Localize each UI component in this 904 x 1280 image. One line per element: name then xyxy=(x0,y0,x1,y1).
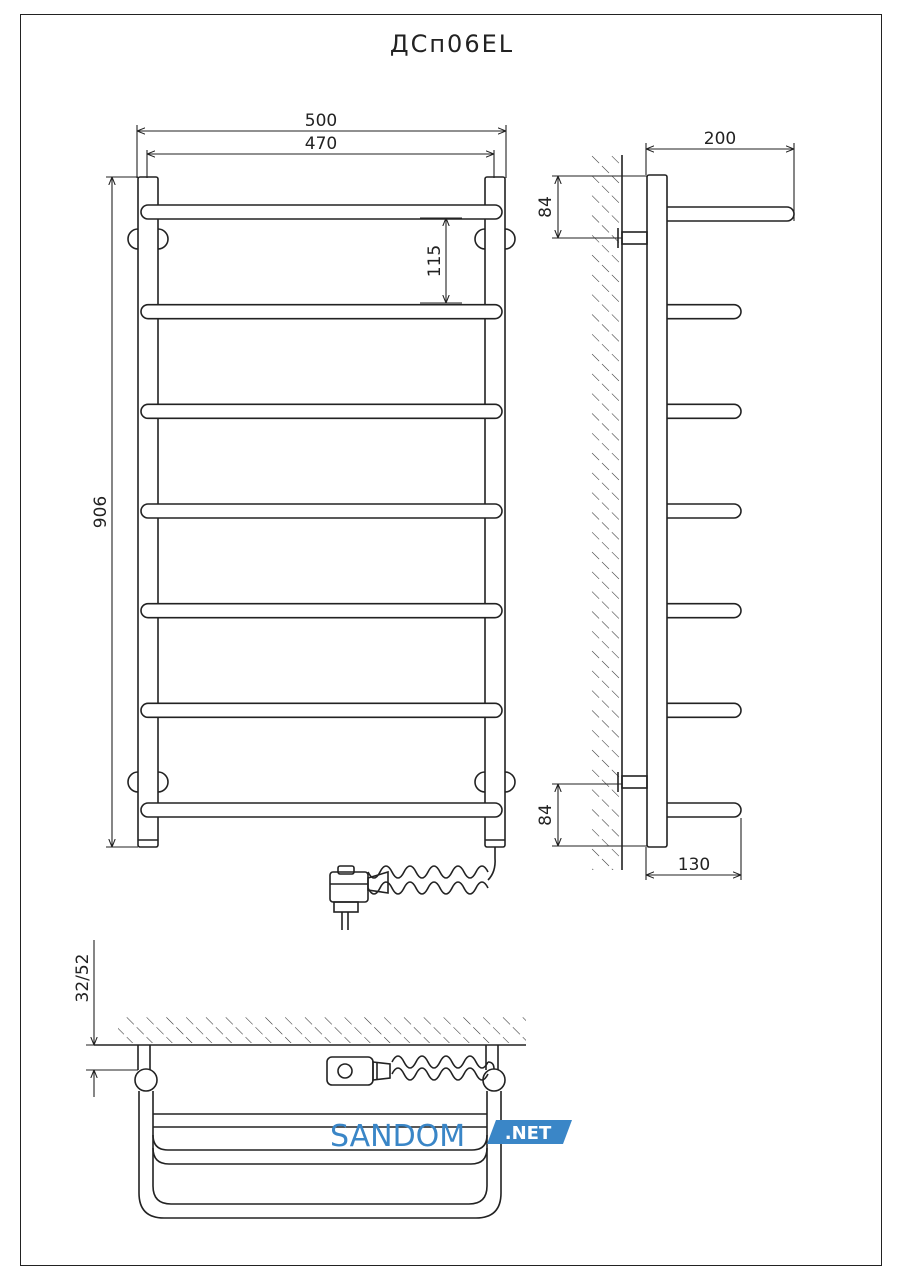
power-cable xyxy=(487,847,496,881)
side-bar xyxy=(667,403,742,420)
dim-bar-spacing: 115 xyxy=(425,245,445,277)
front-view xyxy=(127,176,516,930)
watermark-badge xyxy=(487,1120,572,1144)
dim-depth-top: 200 xyxy=(704,129,736,149)
drawing-frame xyxy=(20,14,882,1266)
front-bars xyxy=(140,204,503,818)
dim-depth-bottom: 130 xyxy=(678,855,710,875)
watermark-logo: SANDOM .NET xyxy=(330,1119,572,1154)
front-bar xyxy=(140,802,503,818)
wall-hatch-side xyxy=(590,155,620,870)
wall-hatch-top xyxy=(118,1015,526,1043)
front-mount-knobs xyxy=(127,228,516,793)
side-bar xyxy=(667,503,742,519)
watermark-brand: SANDOM xyxy=(330,1119,465,1154)
side-dimensions xyxy=(552,143,795,880)
coiled-cord xyxy=(367,865,489,879)
top-plug xyxy=(326,1056,391,1086)
side-bar-top xyxy=(667,206,795,222)
top-coiled-cord xyxy=(391,1055,489,1069)
top-post-left xyxy=(134,1068,158,1092)
front-bar xyxy=(140,403,503,420)
top-bar-outer xyxy=(138,1091,502,1219)
top-view xyxy=(94,1015,526,1219)
side-bar xyxy=(667,702,742,719)
dim-width-inner: 470 xyxy=(305,134,337,154)
top-short-bars xyxy=(152,1113,488,1165)
front-bar xyxy=(140,204,503,220)
watermark-suffix: .NET xyxy=(505,1123,552,1144)
side-view xyxy=(590,155,795,870)
side-bar xyxy=(667,602,742,619)
power-plug xyxy=(329,865,389,930)
side-bar xyxy=(667,303,742,320)
side-bars xyxy=(667,303,742,818)
dim-mount-bottom: 84 xyxy=(536,804,556,826)
dim-width-outer: 500 xyxy=(305,111,337,131)
front-bar xyxy=(140,503,503,519)
dim-mount-top: 84 xyxy=(536,196,556,218)
side-post xyxy=(646,174,668,848)
top-post-right xyxy=(482,1068,506,1092)
front-bar xyxy=(140,702,503,719)
top-bar-inner xyxy=(152,1091,488,1205)
front-bar xyxy=(140,303,503,320)
dim-wall-gap: 32/52 xyxy=(73,954,93,1003)
side-bar xyxy=(667,802,742,818)
dim-height: 906 xyxy=(91,496,111,528)
top-dimensions xyxy=(86,940,138,1097)
front-bar xyxy=(140,602,503,619)
front-dimensions xyxy=(106,125,507,848)
drawing-title: ДСп06EL xyxy=(390,30,514,58)
